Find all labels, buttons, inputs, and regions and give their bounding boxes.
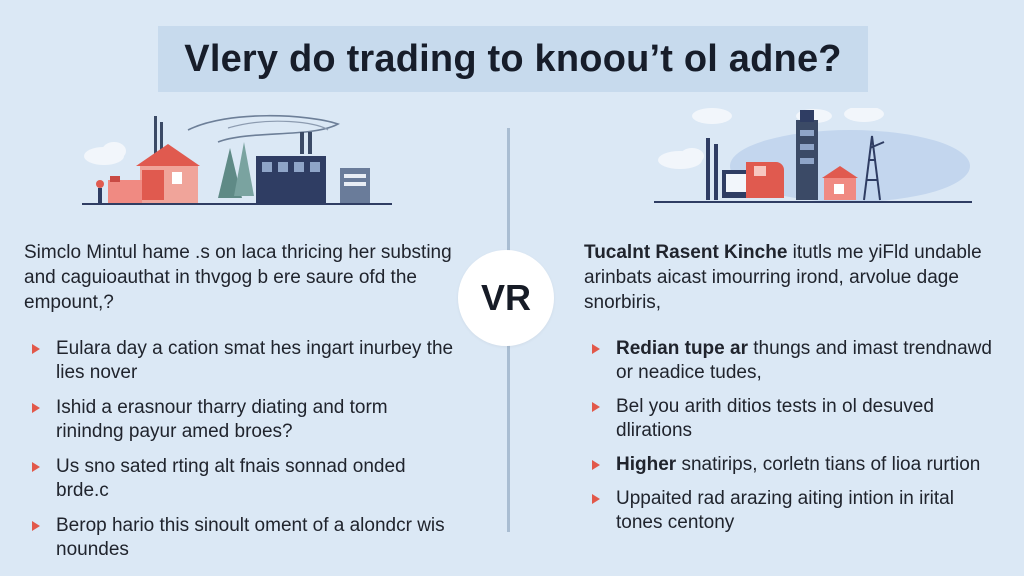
bullet-text: Eulara day a cation smat hes ingart inur… — [56, 338, 454, 383]
left-intro: Simclo Mintul hame .s on laca thricing h… — [24, 242, 452, 313]
bullet-arrow-icon — [592, 402, 600, 412]
bullet-arrow-icon — [592, 344, 600, 354]
list-item: Bel you arith ditios tests in ol desuved… — [584, 395, 1004, 443]
bullet-text: Us sno sated rting alt fnais sonnad onde… — [56, 456, 406, 501]
right-intro: Tucalnt Rasent Kinche itutls me yiFld un… — [584, 240, 1004, 315]
bullet-lead: Redian tupe ar — [616, 338, 748, 359]
bullet-text: thungs and imast trendnawd or neadice tu… — [616, 338, 992, 383]
vs-badge: VR — [458, 250, 554, 346]
bullet-lead: Higher — [616, 454, 677, 475]
list-item: Us sno sated rting alt fnais sonnad onde… — [24, 455, 454, 503]
list-item: Redian tupe ar thungs and imast trendnaw… — [584, 337, 1004, 385]
bullet-arrow-icon — [592, 460, 600, 470]
bullet-arrow-icon — [32, 462, 40, 472]
bullet-text: Uppaited rad arazing aiting intion in ir… — [616, 488, 954, 533]
list-item: Ishid a erasnour tharry diating and torm… — [24, 396, 454, 444]
list-item: Eulara day a cation smat hes ingart inur… — [24, 337, 454, 385]
bullet-arrow-icon — [32, 403, 40, 413]
left-bullet-list: Eulara day a cation smat hes ingart inur… — [24, 337, 454, 562]
list-item: Uppaited rad arazing aiting intion in ir… — [584, 487, 1004, 535]
bullet-text: snatirips, corletn tians of lioa rurtion — [676, 454, 981, 475]
bullet-arrow-icon — [32, 521, 40, 531]
industrial-plant-illustration-icon — [654, 108, 972, 203]
list-item: Higher snatirips, corletn tians of lioa … — [584, 453, 1004, 477]
right-intro-rest: itutls me yiFld undable arinbats aicast … — [584, 242, 982, 313]
right-panel: Tucalnt Rasent Kinche itutls me yiFld un… — [584, 240, 1004, 545]
vs-label: VR — [480, 277, 531, 318]
list-item: Berop hario this sinoult oment of a alon… — [24, 514, 454, 562]
bullet-text: Berop hario this sinoult oment of a alon… — [56, 515, 445, 560]
bullet-arrow-icon — [592, 494, 600, 504]
right-intro-lead: Tucalnt Rasent Kinche — [584, 242, 788, 263]
title-banner: Vlery do trading to knoou’t ol adne? — [158, 26, 868, 92]
bullet-arrow-icon — [32, 344, 40, 354]
bullet-text: Ishid a erasnour tharry diating and torm… — [56, 397, 388, 442]
page-title: Vlery do trading to knoou’t ol adne? — [184, 37, 842, 80]
factory-houses-illustration-icon — [82, 114, 392, 205]
right-bullet-list: Redian tupe ar thungs and imast trendnaw… — [584, 337, 1004, 535]
left-panel: Simclo Mintul hame .s on laca thricing h… — [24, 240, 454, 573]
bullet-text: Bel you arith ditios tests in ol desuved… — [616, 396, 934, 441]
